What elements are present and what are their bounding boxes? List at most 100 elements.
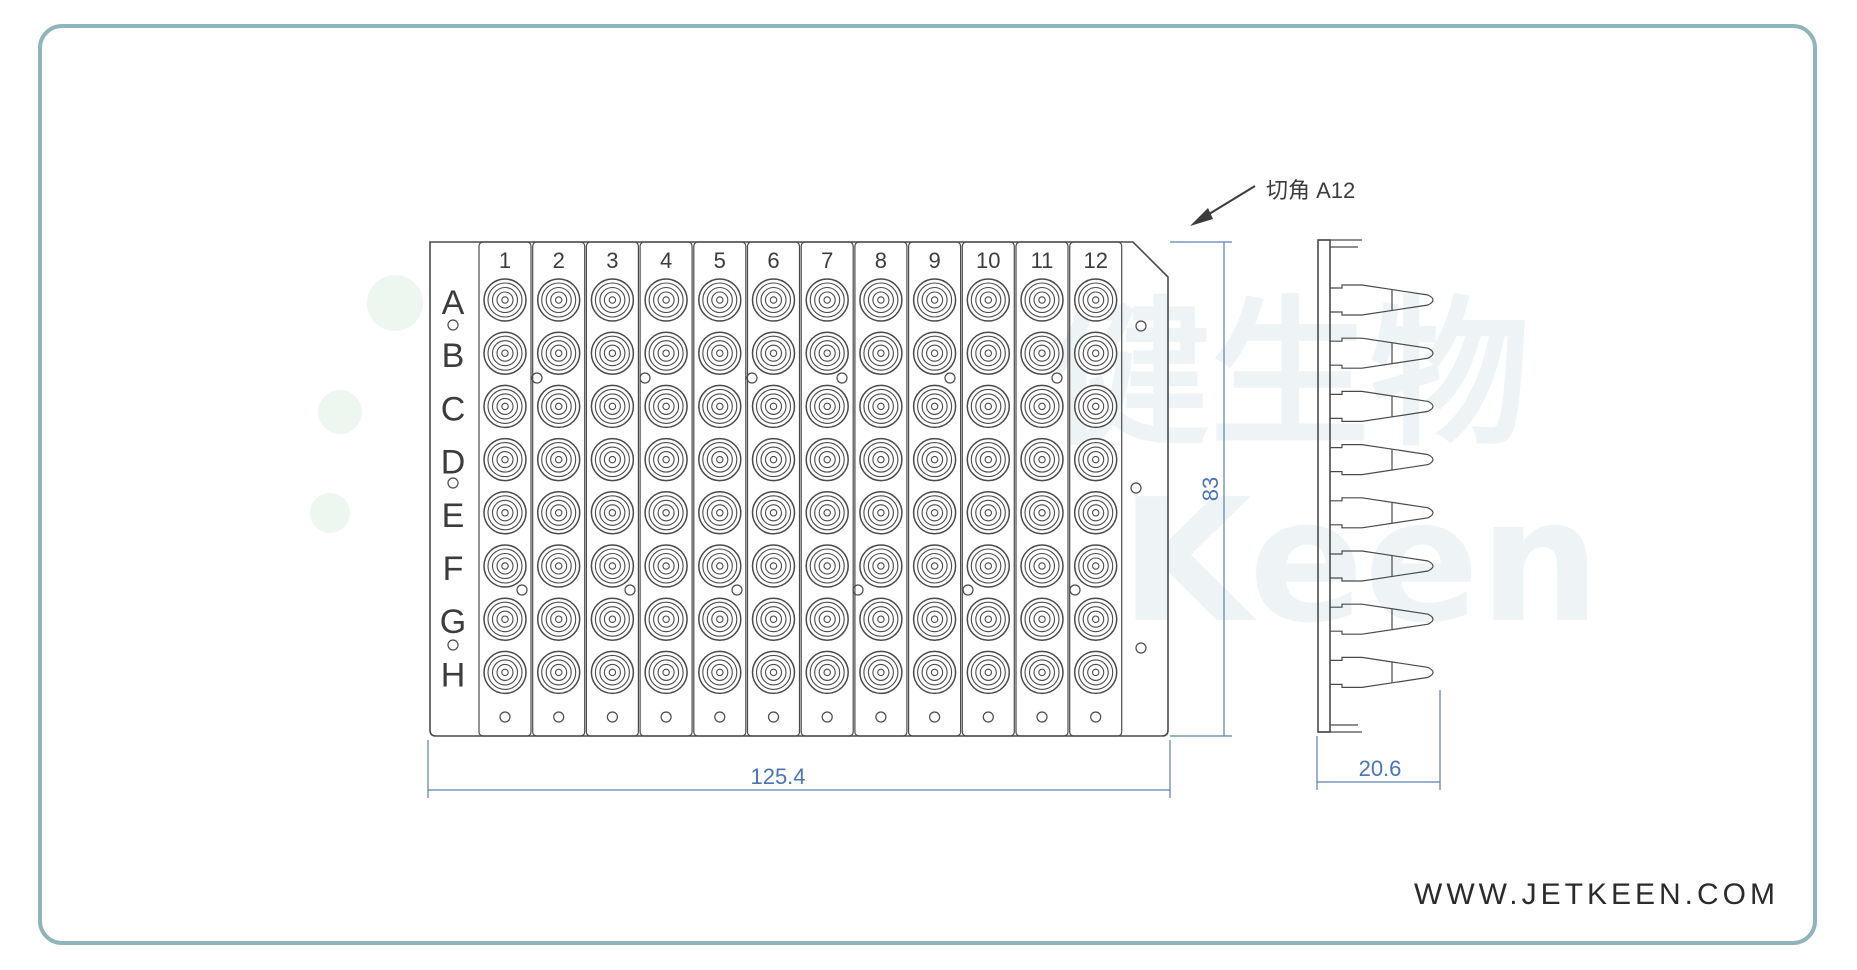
keying-hole <box>447 639 459 651</box>
well <box>1020 650 1064 695</box>
well <box>590 331 635 375</box>
width-value: 125.4 <box>750 764 805 789</box>
column-label: 3 <box>606 248 618 273</box>
well <box>590 544 635 588</box>
side-tube <box>1330 284 1434 316</box>
arrow-head-icon <box>1190 208 1213 226</box>
well <box>698 278 742 322</box>
well <box>805 491 849 535</box>
well <box>536 597 581 641</box>
well <box>483 437 527 482</box>
row-label: G <box>440 603 466 641</box>
well <box>698 331 742 375</box>
strip-hole <box>928 711 941 723</box>
side-tube <box>1330 550 1434 582</box>
well <box>966 384 1011 429</box>
strip-hole <box>821 711 833 723</box>
well <box>859 331 903 375</box>
well <box>698 544 742 588</box>
column-strip <box>746 241 801 737</box>
well <box>751 650 796 695</box>
column-label: 7 <box>821 248 833 273</box>
keying-hole <box>962 584 974 596</box>
well <box>483 491 527 535</box>
watermark-english: Keen <box>1120 463 1600 661</box>
well <box>859 597 903 641</box>
well <box>1073 437 1118 482</box>
well <box>698 437 742 482</box>
website-url[interactable]: WWW.JETKEEN.COM <box>1414 878 1779 911</box>
well <box>805 437 849 482</box>
well <box>751 544 796 588</box>
well <box>536 491 581 535</box>
keying-hole <box>1130 482 1142 494</box>
well <box>1073 597 1118 641</box>
watermark-dot <box>310 493 350 533</box>
well <box>1073 278 1118 322</box>
strip-hole <box>767 711 780 723</box>
well <box>644 331 688 375</box>
well <box>859 437 903 482</box>
keying-hole <box>1051 372 1063 384</box>
column-label: 10 <box>976 248 1000 273</box>
column-strip <box>478 241 532 737</box>
wells <box>483 278 1118 695</box>
column-strip <box>693 241 747 737</box>
well <box>912 437 957 482</box>
well <box>483 331 527 375</box>
strip-hole <box>553 711 565 723</box>
column-strip <box>854 241 908 737</box>
well <box>1020 331 1064 375</box>
side-tube <box>1330 390 1434 422</box>
well <box>1020 437 1064 482</box>
well <box>1020 278 1064 322</box>
watermark-dot <box>367 275 423 331</box>
well <box>483 544 527 588</box>
strip-hole <box>606 711 619 723</box>
column-strip <box>1069 241 1123 737</box>
cut-corner-label: 切角 A12 <box>1266 178 1355 203</box>
well <box>590 384 635 429</box>
strip-hole <box>1090 711 1102 723</box>
well <box>483 384 527 429</box>
well <box>1073 650 1118 695</box>
watermark: 健生物 Keen <box>310 275 1600 661</box>
well <box>966 491 1011 535</box>
well <box>859 384 903 429</box>
well <box>805 544 849 588</box>
well <box>912 278 957 322</box>
well <box>805 331 849 375</box>
well <box>1073 544 1118 588</box>
watermark-dot <box>318 390 362 434</box>
row-label: D <box>441 444 466 482</box>
keying-hole <box>447 319 459 331</box>
column-label: 4 <box>660 248 672 273</box>
well <box>859 544 903 588</box>
well <box>1020 384 1064 429</box>
well <box>536 331 581 375</box>
row-label: H <box>441 656 466 694</box>
well <box>536 544 581 588</box>
well <box>966 278 1011 322</box>
row-label: F <box>443 550 464 588</box>
depth-dimension: 20.6 <box>1316 690 1441 790</box>
well <box>966 544 1011 588</box>
column-label: 12 <box>1083 248 1107 273</box>
keying-hole <box>746 372 758 384</box>
well <box>644 278 688 322</box>
column-label: 2 <box>553 248 565 273</box>
well <box>483 278 527 322</box>
strip-hole <box>982 711 994 723</box>
row-label: A <box>442 284 465 322</box>
keying-hole <box>531 372 543 384</box>
well <box>644 437 688 482</box>
well <box>912 491 957 535</box>
column-strip <box>961 241 1015 737</box>
well <box>698 491 742 535</box>
side-view <box>1317 239 1434 733</box>
well <box>751 278 796 322</box>
cut-corner-pointer <box>1190 185 1256 226</box>
height-value: 83 <box>1198 477 1223 501</box>
side-tube <box>1330 603 1434 635</box>
well <box>912 384 957 429</box>
